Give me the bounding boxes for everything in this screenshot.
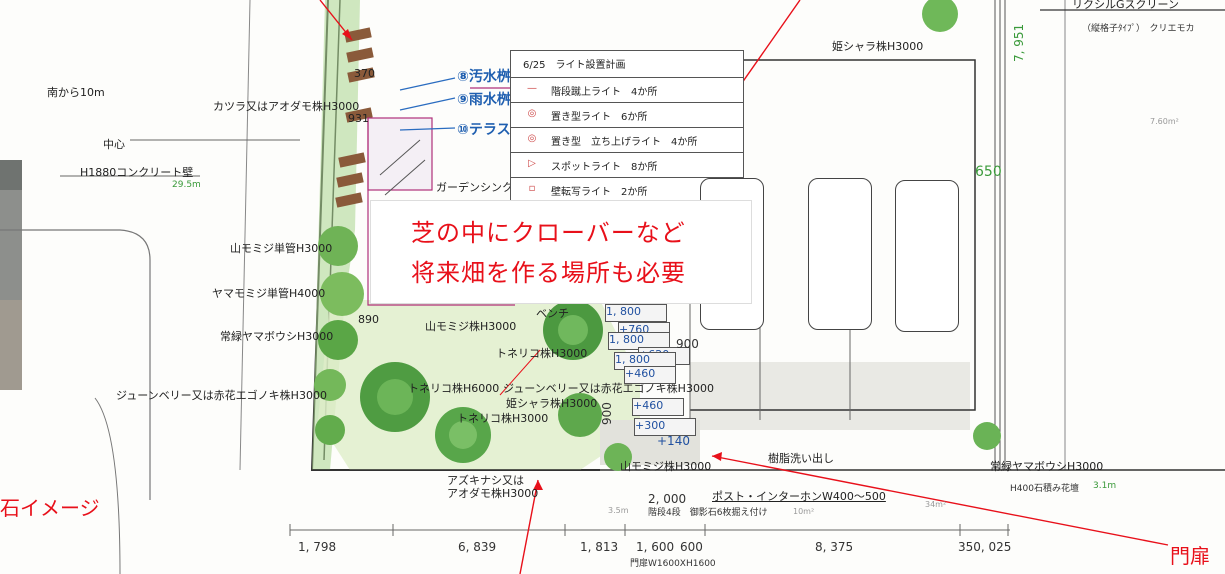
label-lixil: リクシルGスクリーン [1072,0,1179,11]
stone-image-label: 石イメージ [0,496,100,520]
label-yamamamomiji-single: ヤマモミジ単管H4000 [212,287,326,300]
legend-row: ▷ スポットライト 8か所 [511,152,743,177]
label-small-35: 3.5m [608,506,629,515]
handwritten-note: 芝の中にクローバーなど 将来畑を作る場所も必要 [370,200,752,304]
bottom-dim: 1, 813 [580,540,619,554]
label-yamamomiji-kabu: 山モミジ株H3000 [425,320,517,333]
bottom-dim: 1, 798 [298,540,337,554]
step-side-dim: 900 [676,337,699,351]
label-dim-650: 650 [975,164,1002,180]
label-toneriko-2: トネリコ株H6000 [408,382,500,395]
label-wall-len: 29.5m [172,180,201,190]
legend-row: ◎ 置き型 立ち上げライト 4か所 [511,127,743,152]
label-area-34: 34m² [925,500,947,509]
label-toneriko-1: トネリコ株H3000 [496,347,588,360]
label-gate: 門扉W1600XH1600 [630,559,716,569]
label-dim-370: 370 [354,67,375,80]
note-line-1: 芝の中にクローバーなど [411,219,686,247]
label-center: 中心 [103,138,125,151]
legend-row: — 階段蹴上ライト 4か所 [511,77,743,102]
label-dim-2000: 2, 000 [648,492,687,506]
label-dim-890: 890 [358,313,379,326]
bottom-dim: 350, 025 [958,540,1012,554]
lighting-legend: 6/25 ライト設置計画 — 階段蹴上ライト 4か所 ◎ 置き型ライト 6か所 … [510,50,744,204]
legend-row-label: スポットライト 8か所 [551,162,658,173]
label-area-76: 7.60m² [1150,117,1179,126]
trees [314,0,1001,471]
label-concrete-wall: H1880コンクリート壁 [80,166,194,179]
note-line-2: 将来畑を作る場所も必要 [411,259,686,287]
step-dim: +460 [624,366,676,384]
label-yamamomiji-single: 山モミジ単管H3000 [230,242,333,255]
label-toneriko-3: トネリコ株H3000 [457,412,549,425]
label-ishizumi-len: 3.1m [1093,481,1117,491]
step-dim: +140 [657,434,690,448]
circle-light-icon: ◎ [527,108,537,119]
label-garden-sink: ガーデンシンク [436,181,513,194]
label-from-south: 南から10m [47,86,105,99]
label-kaidan: 階段4段 御影石6枚掘え付け [648,508,768,518]
label-ishizumi: H400石積み花壇 [1010,484,1079,494]
spotlight-icon: ▷ [528,158,536,169]
legend-row: ▫ 壁転写ライト 2か所 [511,177,743,202]
label-juneberry-left: ジューンベリー又は赤花エゴノキ株H3000 [116,389,327,402]
label-tokiwa-yamabousi-left: 常緑ヤマボウシH3000 [220,330,334,343]
label-kaidan-area: 10m² [793,507,815,516]
uplight-icon: ◎ [527,133,537,144]
step-dim: +300 [634,418,696,436]
legend-title: 6/25 ライト設置計画 [523,60,626,71]
label-jushi: 樹脂洗い出し [768,452,834,465]
label-aodamo: アオダモ株H3000 [447,487,539,500]
label-bench: ベンチ [536,307,569,320]
line-light-icon: — [527,83,537,94]
label-himeshara-top: 姫シャラ株H3000 [832,40,924,53]
bottom-dim: 600 [680,540,703,554]
label-himeshara-center: 姫シャラ株H3000 [506,397,598,410]
label-azukinashi: アズキナシ又は [447,474,524,487]
parked-car [895,180,959,332]
bottom-dim: 6, 839 [458,540,497,554]
step-dim: 1, 800 [608,332,670,350]
step-dim: +460 [632,398,684,416]
label-lixil-sub: （縦格子ﾀｲﾌﾟ） クリエモカ [1082,24,1195,34]
label-yamamomiji-bottom: 山モミジ株H3000 [620,460,712,473]
label-usuimasu: ⑨雨水桝 [457,92,511,108]
legend-row: ◎ 置き型ライト 6か所 [511,102,743,127]
label-tokiwa-yamabousi-right: 常緑ヤマボウシH3000 [990,460,1104,473]
bottom-dim: 1, 600 [636,540,675,554]
parked-car [808,178,872,330]
label-dim-900: 900 [600,402,614,425]
legend-row-label: 置き型 立ち上げライト 4か所 [551,137,698,148]
label-katsura: カツラ又はアオダモ株H3000 [213,100,360,113]
label-juneberry-center: ジューンベリー又は赤花エゴノキ株H3000 [503,382,714,395]
label-dim-7951: 7, 951 [1012,23,1026,62]
label-dim-931: 931 [348,112,369,125]
label-osuimasu: ⑧汚水桝 [457,69,511,85]
wall-light-icon: ▫ [528,183,536,194]
label-post: ポスト・インターホンW400～500 [712,490,886,503]
legend-row-label: 壁転写ライト 2か所 [551,187,648,198]
legend-row-label: 階段蹴上ライト 4か所 [551,87,658,98]
gate-label: 門扉 [1170,544,1210,568]
legend-row-label: 置き型ライト 6か所 [551,112,648,123]
step-dim: 1, 800 [605,304,667,322]
bottom-dim: 8, 375 [815,540,854,554]
